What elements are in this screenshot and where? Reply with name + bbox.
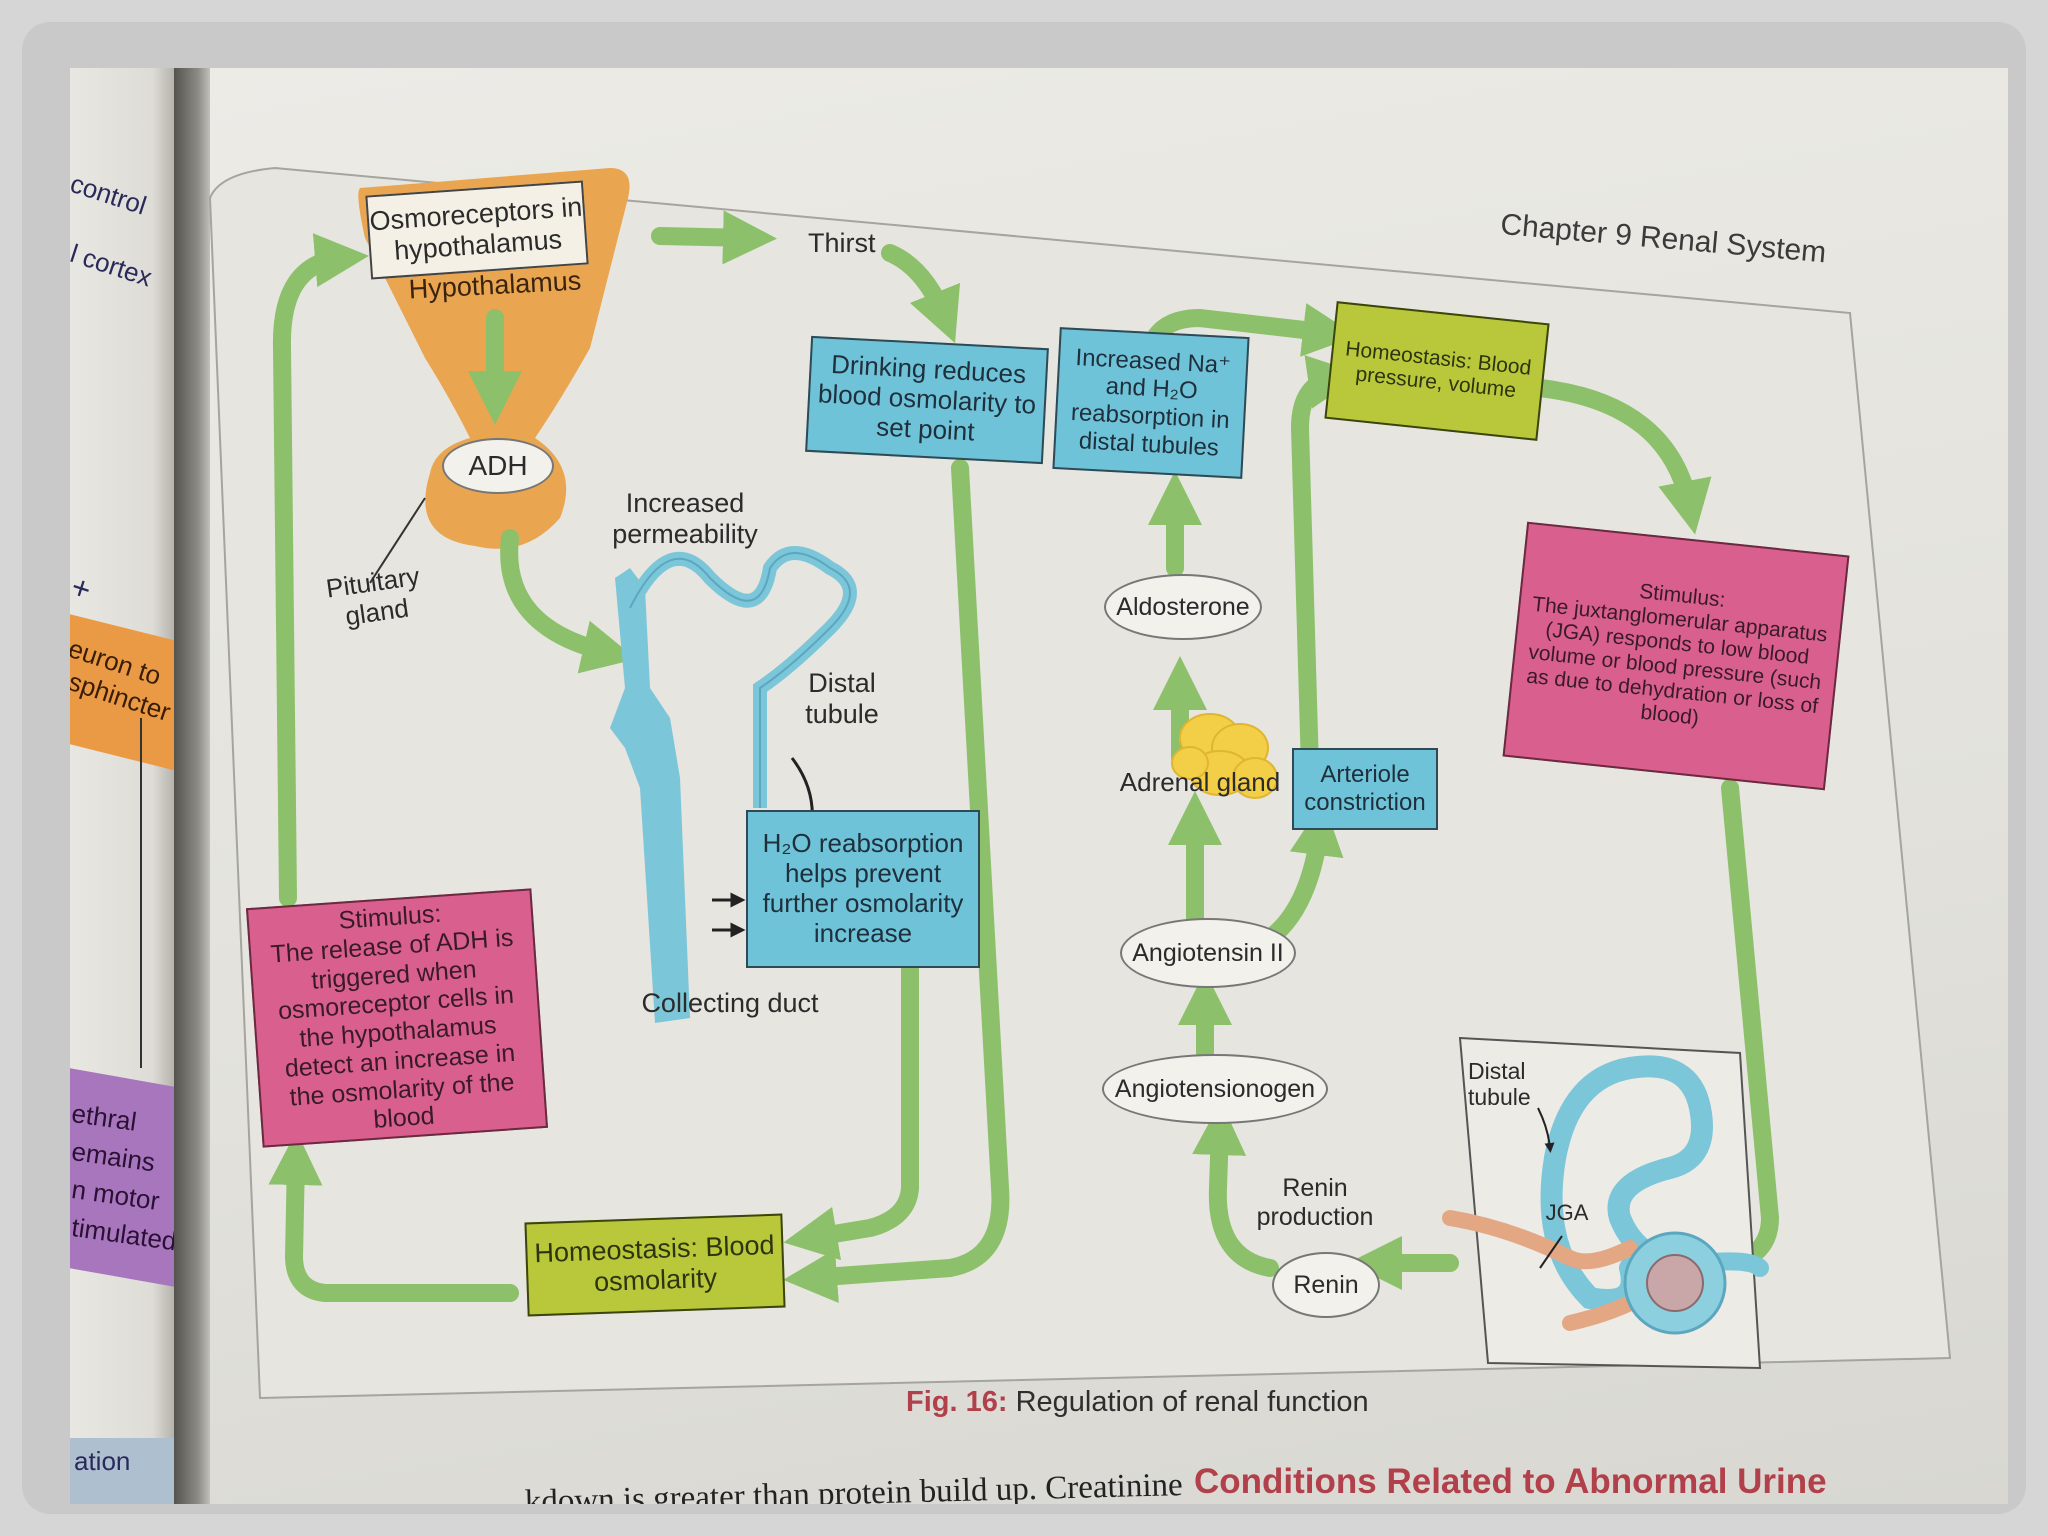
osmoreceptors-box: Osmoreceptors in hypothalamus (365, 180, 589, 280)
arrow-to-thirst (651, 210, 777, 265)
left-blue-box (70, 1438, 180, 1504)
book-gutter (174, 68, 214, 1504)
arrow-drinking-to-homeostasis (783, 459, 1010, 1304)
stimulus-jga-box: Stimulus: The juxtanglomerular apparatus… (1502, 521, 1850, 791)
adh-oval: ADH (442, 438, 554, 494)
arrow-homeostasis-to-stimulus (268, 1131, 519, 1302)
renal-regulation-diagram (208, 166, 1952, 1400)
homeostasis-bp-box: Homeostasis: Blood pressure, volume (1324, 301, 1550, 441)
angiotensinogen-oval: Angiotensionogen (1102, 1054, 1328, 1124)
distal-tubule-label: Distal tubule (805, 668, 879, 730)
collecting-duct-label: Collecting duct (641, 988, 819, 1018)
arrow-h2o-to-homeostasis (783, 949, 919, 1261)
stimulus-adh-box: Stimulus: The release of ADH is triggere… (245, 888, 549, 1148)
textbook-spread: control l cortex + euron to sphincter et… (70, 68, 2008, 1504)
stimulus-adh-text: The release of ADH is triggered when osm… (269, 923, 517, 1135)
homeostasis-osmolarity-box: Homeostasis: Blood osmolarity (524, 1213, 786, 1317)
figure-title: Regulation of renal function (1015, 1386, 1369, 1418)
adrenal-gland-label: Adrenal gland (1119, 767, 1281, 797)
pituitary-pointer (369, 497, 426, 584)
angiotensin-ii-oval: Angiotensin II (1120, 918, 1296, 988)
left-page-edge: control l cortex + euron to sphincter et… (70, 68, 188, 1504)
increased-permeability-label: Increased permeability (612, 488, 758, 550)
thirst-label: Thirst (808, 228, 876, 258)
arrow-homeostasis-bp-to-stimulus (1531, 379, 1712, 535)
renin-oval: Renin (1272, 1252, 1380, 1318)
photo-frame: control l cortex + euron to sphincter et… (22, 22, 2026, 1514)
stimulus-jga-text: The juxtanglomerular apparatus (JGA) res… (1525, 592, 1829, 730)
renin-production-label: Renin production (1256, 1174, 1374, 1231)
aldosterone-oval: Aldosterone (1104, 574, 1262, 640)
figure-caption: Fig. 16: Regulation of renal function (906, 1386, 1369, 1419)
arrow-angio-to-arteriole (1261, 801, 1344, 947)
arrow-thirst-to-drinking (881, 244, 961, 344)
left-arrow-line (140, 718, 142, 1068)
arrow-adh-to-duct (500, 529, 637, 674)
figure-label: Fig. 16: (906, 1386, 1008, 1418)
section-heading: Conditions Related to Abnormal Urine (1194, 1462, 1827, 1501)
arteriole-box: Arteriole constriction (1292, 748, 1438, 830)
inset-distal-tubule-label: Distal tubule (1468, 1058, 1531, 1111)
jga-pointer (1539, 1235, 1563, 1269)
collecting-duct-shape (610, 568, 690, 1023)
left-fragment: ation (74, 1446, 131, 1476)
h2o-reabsorption-box: H₂O reabsorption helps prevent further o… (746, 810, 980, 968)
arrow-stimulus-to-osmoreceptors (272, 233, 369, 907)
increased-na-box: Increased Na⁺ and H₂O reabsorption in di… (1052, 327, 1250, 479)
adrenal-gland-shape (1171, 713, 1278, 799)
drinking-box: Drinking reduces blood osmolarity to set… (805, 335, 1049, 465)
arrow-renin-to-angiogen (1192, 1101, 1279, 1277)
inset-jga-label: JGA (1545, 1200, 1589, 1225)
